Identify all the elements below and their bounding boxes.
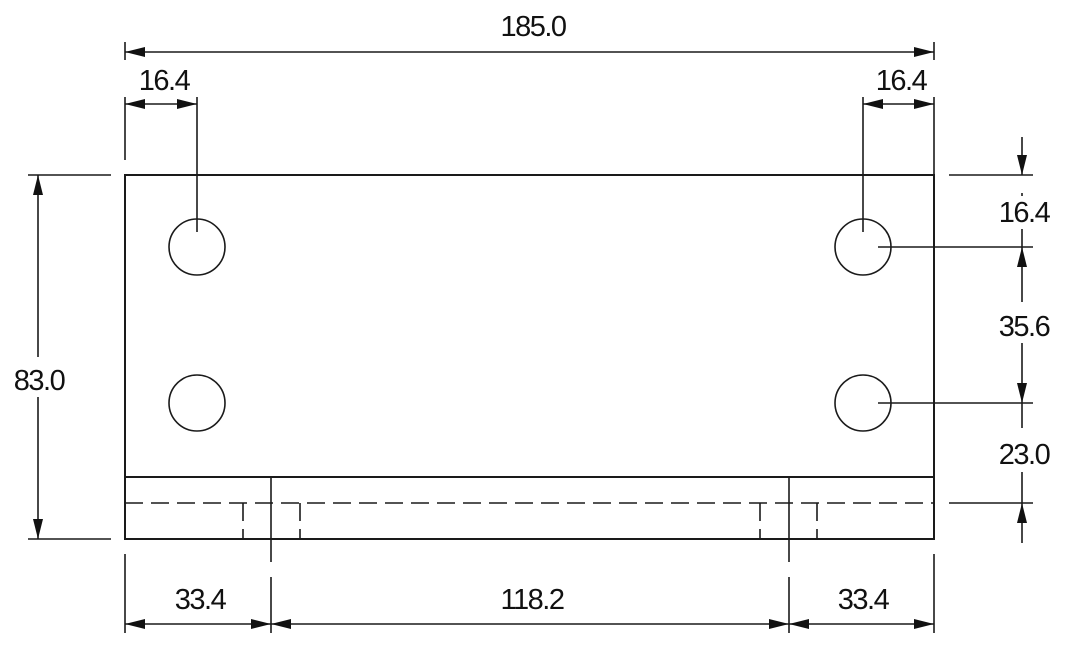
dim-right-vertical-chain: 16.4 35.6 23.0	[878, 137, 1052, 543]
dim-text-83: 83.0	[14, 365, 65, 397]
dim-left-hole-offset: 16.4	[124, 65, 198, 232]
dim-bottom-chain: 33.4 118.2 33.4	[124, 554, 935, 633]
dim-text-35-6: 35.6	[999, 311, 1050, 343]
plate-outline	[124, 174, 935, 540]
hidden-lines	[125, 502, 934, 539]
dim-text-118-2: 118.2	[501, 584, 564, 616]
holes	[168, 218, 892, 432]
dim-text-left-16-4: 16.4	[139, 65, 191, 97]
dim-text-185: 185.0	[500, 11, 565, 43]
dim-overall-height: 83.0	[14, 174, 111, 540]
dim-text-top-16-4: 16.4	[999, 197, 1051, 229]
dim-text-23: 23.0	[999, 439, 1050, 471]
flange-division-lines	[270, 477, 790, 562]
dim-text-left-33-4: 33.4	[175, 584, 227, 616]
dim-text-right-33-4: 33.4	[838, 584, 890, 616]
dim-overall-width: 185.0	[124, 11, 935, 60]
bottom-left-hole	[168, 374, 226, 432]
dim-right-hole-offset: 16.4	[862, 65, 935, 232]
dim-text-right-16-4: 16.4	[876, 65, 928, 97]
